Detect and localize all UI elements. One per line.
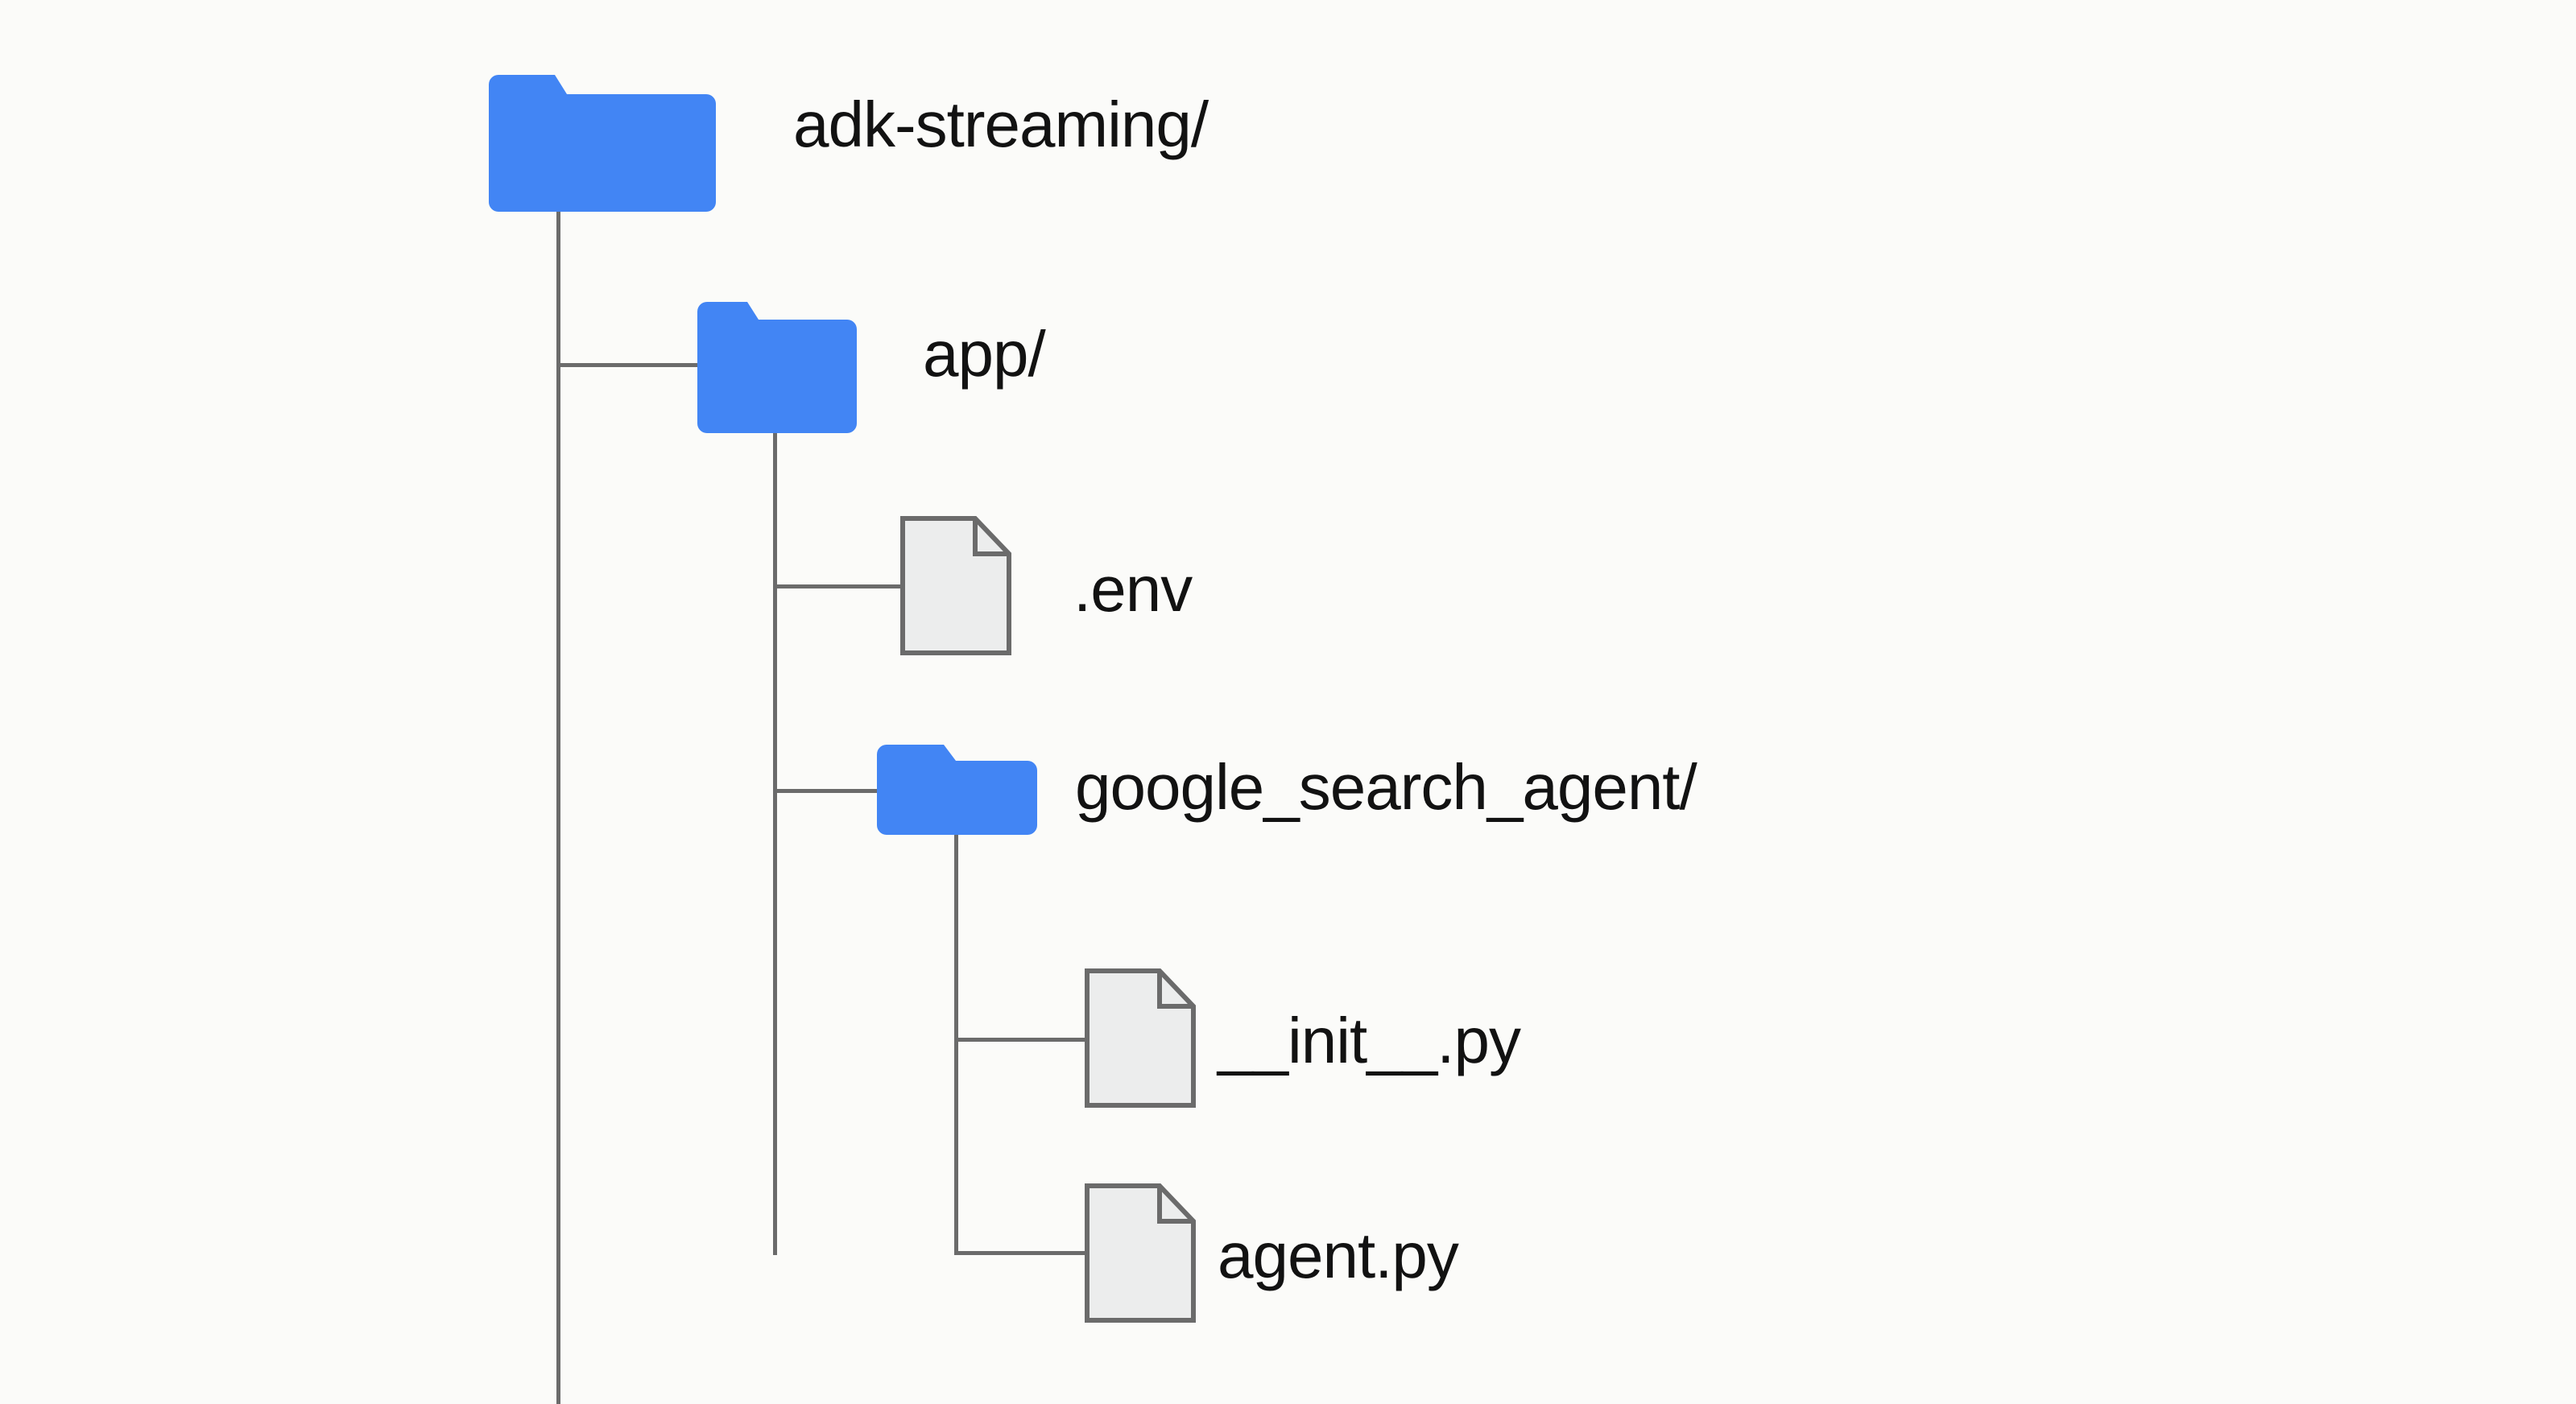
file-icon[interactable] xyxy=(1085,968,1196,1108)
connector-app-to-google-search-agent xyxy=(773,789,878,793)
node-label-root: adk-streaming/ xyxy=(793,89,1209,160)
file-icon[interactable] xyxy=(1085,1183,1196,1323)
file-icon[interactable] xyxy=(900,516,1011,655)
node-label-init-py: __init__.py xyxy=(1218,1005,1521,1076)
node-label-agent-py: agent.py xyxy=(1218,1220,1459,1291)
connector-gsa-to-init-py xyxy=(954,1038,1085,1042)
folder-icon[interactable] xyxy=(489,75,716,212)
connector-gsa-to-agent-py xyxy=(954,1251,1085,1255)
connector-app-trunk xyxy=(773,433,777,1255)
connector-app-to-env xyxy=(773,584,903,588)
connector-root-trunk xyxy=(556,212,560,1404)
connector-google-search-agent-trunk xyxy=(954,835,958,1255)
folder-icon[interactable] xyxy=(697,302,857,433)
node-label-app: app/ xyxy=(923,318,1046,390)
node-label-google-search-agent: google_search_agent/ xyxy=(1075,751,1697,823)
folder-icon[interactable] xyxy=(877,745,1037,835)
connector-root-to-app xyxy=(556,363,701,367)
node-label-env: .env xyxy=(1073,553,1193,625)
